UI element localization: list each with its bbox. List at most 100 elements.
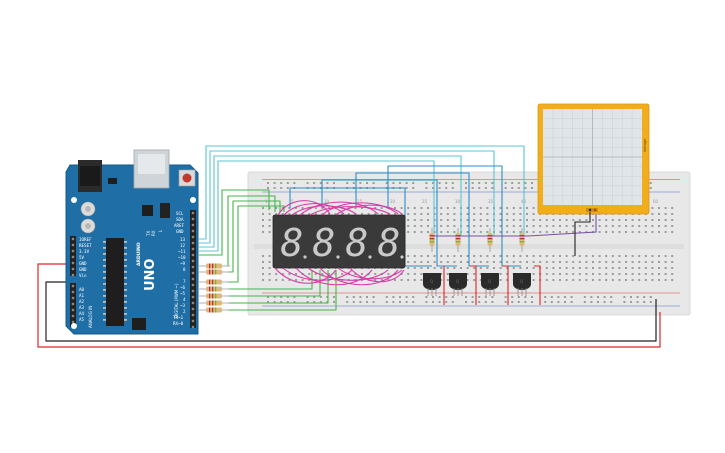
wire-teal[interactable] — [199, 145, 525, 240]
arduino-uno[interactable]: UNO ARDUINO DIGITAL (PWM ~) ANALOG IN TX… — [65, 149, 199, 335]
display-digit: 8 — [346, 221, 369, 265]
pin-label: RX←0 — [173, 321, 184, 326]
transistor[interactable]: Q — [481, 273, 499, 296]
wire-teal[interactable] — [199, 160, 435, 252]
pin-label: SDA — [176, 217, 184, 222]
column-number: 5 — [291, 199, 294, 204]
pin-label: ~5 — [180, 291, 186, 296]
wire-green[interactable] — [228, 200, 281, 273]
pin-label: A0 — [79, 287, 85, 292]
transistor-label: Q — [456, 279, 459, 284]
wire-green[interactable] — [228, 270, 321, 297]
pin-label: 8 — [183, 267, 186, 272]
pin-label: 13 — [180, 237, 186, 242]
wire-purple[interactable] — [432, 212, 597, 237]
pin-label: A3 — [79, 305, 85, 310]
seven-segment-display[interactable]: 8 8 8 8 — [272, 214, 406, 269]
pin-label: A2 — [79, 299, 85, 304]
pin-label: Vin — [79, 273, 87, 278]
pin-label: GND — [176, 229, 184, 234]
pin-label: 5V — [79, 255, 85, 260]
wire-green[interactable] — [228, 270, 337, 311]
pin-label: RESET — [79, 243, 92, 248]
decimal-point — [303, 255, 307, 259]
wire-red[interactable] — [534, 265, 541, 305]
display-digit: 8 — [281, 221, 304, 265]
wire-red[interactable] — [502, 265, 509, 305]
digital-header-label: DIGITAL (PWM ~) — [174, 283, 179, 318]
pin-label: 12 — [180, 243, 186, 248]
pin-label: AREF — [174, 223, 185, 228]
wire-green[interactable] — [228, 270, 329, 304]
pin-label: ~10 — [178, 255, 186, 260]
pin-label: A1 — [79, 293, 85, 298]
wire-blue[interactable] — [289, 187, 432, 267]
transistor[interactable]: Q — [449, 273, 467, 296]
power-wires — [37, 263, 661, 348]
resistor[interactable] — [199, 279, 230, 285]
analog-header-label: ANALOG IN — [88, 306, 93, 328]
pin-label: SCL — [176, 211, 184, 216]
column-number: 20 — [390, 199, 396, 204]
tx-label: TX — [146, 231, 151, 237]
transistor-label: Q — [488, 279, 491, 284]
wire-teal[interactable] — [199, 150, 495, 244]
wire-red[interactable] — [470, 265, 477, 305]
arduino-brand: UNO — [143, 259, 158, 292]
pin-label: TX→1 — [173, 315, 184, 320]
l-label: L — [158, 229, 163, 232]
pin-label: ~11 — [178, 249, 186, 254]
pin-label: IOREF — [79, 237, 92, 242]
digital-header[interactable] — [190, 210, 196, 328]
pin-label: 4 — [183, 297, 186, 302]
segment-wires-green — [199, 189, 337, 311]
wire-teal[interactable] — [199, 155, 462, 248]
resistor[interactable] — [199, 269, 230, 275]
wire-green[interactable] — [227, 195, 276, 266]
resistor[interactable] — [199, 300, 230, 306]
pin-label: 7 — [183, 279, 186, 284]
pin-label: GND — [79, 261, 87, 266]
decimal-point — [336, 255, 340, 259]
oscilloscope[interactable]: Voltage — [537, 103, 650, 215]
microcontroller-chip — [106, 238, 124, 326]
emitter-wires — [443, 265, 541, 305]
wire-black[interactable] — [45, 281, 657, 342]
pin-label: ~3 — [180, 303, 186, 308]
pin-label: A5 — [79, 317, 85, 322]
transistor-label: Q — [430, 279, 433, 284]
wire-green[interactable] — [228, 270, 313, 290]
arduino-brand-small: ARDUINO — [136, 242, 142, 266]
resistor[interactable] — [199, 286, 230, 292]
resistor[interactable] — [199, 293, 230, 299]
display-digit: 8 — [313, 221, 336, 265]
pin-label: ~9 — [180, 261, 186, 266]
rx-label: RX — [151, 230, 156, 236]
wire-red[interactable] — [37, 263, 661, 348]
transistor[interactable]: Q — [423, 273, 441, 296]
decimal-point — [368, 255, 372, 259]
wire-black[interactable] — [574, 212, 591, 256]
column-number: 10 — [324, 199, 330, 204]
transistor-label: Q — [520, 279, 523, 284]
pin-label: A4 — [79, 311, 85, 316]
decimal-point — [400, 255, 404, 259]
column-number: 15 — [357, 199, 363, 204]
icsp-header[interactable] — [160, 203, 170, 218]
oscilloscope-label: Voltage — [643, 138, 647, 152]
header-holes — [71, 211, 195, 329]
pin-label: GND — [79, 267, 87, 272]
resistor[interactable] — [199, 307, 230, 313]
chip-pins — [103, 241, 127, 321]
segment-wiring-magenta — [274, 200, 405, 286]
wire-green[interactable] — [199, 189, 270, 256]
resistor[interactable] — [199, 263, 230, 269]
display-digit: 8 — [378, 221, 401, 265]
pin-label: 2 — [183, 309, 186, 314]
column-number: 60 — [653, 199, 659, 204]
transistors: Q Q Q Q — [423, 273, 531, 296]
segment-resistors — [199, 263, 230, 313]
column-number: 25 — [422, 199, 428, 204]
transistor[interactable]: Q — [513, 273, 531, 296]
